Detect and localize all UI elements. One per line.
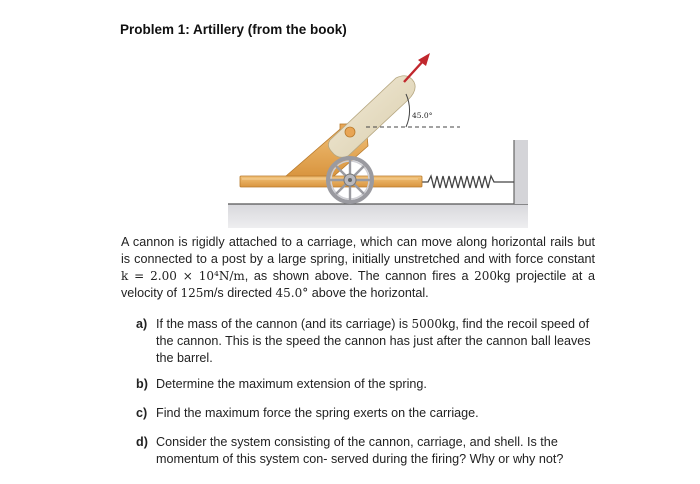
question-text: Find the maximum force the spring exerts… (156, 406, 479, 420)
question-label: c) (136, 406, 148, 420)
problem-description: A cannon is rigidly attached to a carria… (121, 235, 596, 300)
cannon-mass: 5000 (411, 317, 443, 331)
question-label: d) (136, 435, 148, 449)
launch-angle: 45.0° (275, 286, 309, 300)
spring-constant: k = 2.00 × 10⁴N/m (121, 269, 245, 283)
spring (378, 174, 514, 189)
cannon-spring-figure: 45.0° (228, 53, 528, 228)
floor (228, 203, 528, 228)
question-text: If the mass of the cannon (and its carri… (156, 317, 591, 365)
question-b: b) Determine the maximum extension of th… (136, 376, 596, 393)
angle-label: 45.0° (412, 111, 433, 120)
question-label: a) (136, 317, 148, 331)
projectile-velocity: 125 (180, 286, 204, 300)
velocity-arrow (403, 53, 430, 83)
carriage-wheel (326, 156, 374, 204)
question-text: Determine the maximum extension of the s… (156, 377, 427, 391)
question-text: Consider the system consisting of the ca… (156, 435, 564, 466)
wall-post (513, 140, 528, 204)
question-c: c) Find the maximum force the spring exe… (136, 405, 596, 422)
question-a: a) If the mass of the cannon (and its ca… (136, 316, 596, 367)
angle-arc (405, 93, 410, 128)
cannon-barrel (328, 75, 416, 158)
question-label: b) (136, 377, 148, 391)
projectile-mass: 200 (474, 269, 498, 283)
problem-title: Problem 1: Artillery (from the book) (120, 22, 347, 37)
question-d: d) Consider the system consisting of the… (136, 434, 596, 468)
